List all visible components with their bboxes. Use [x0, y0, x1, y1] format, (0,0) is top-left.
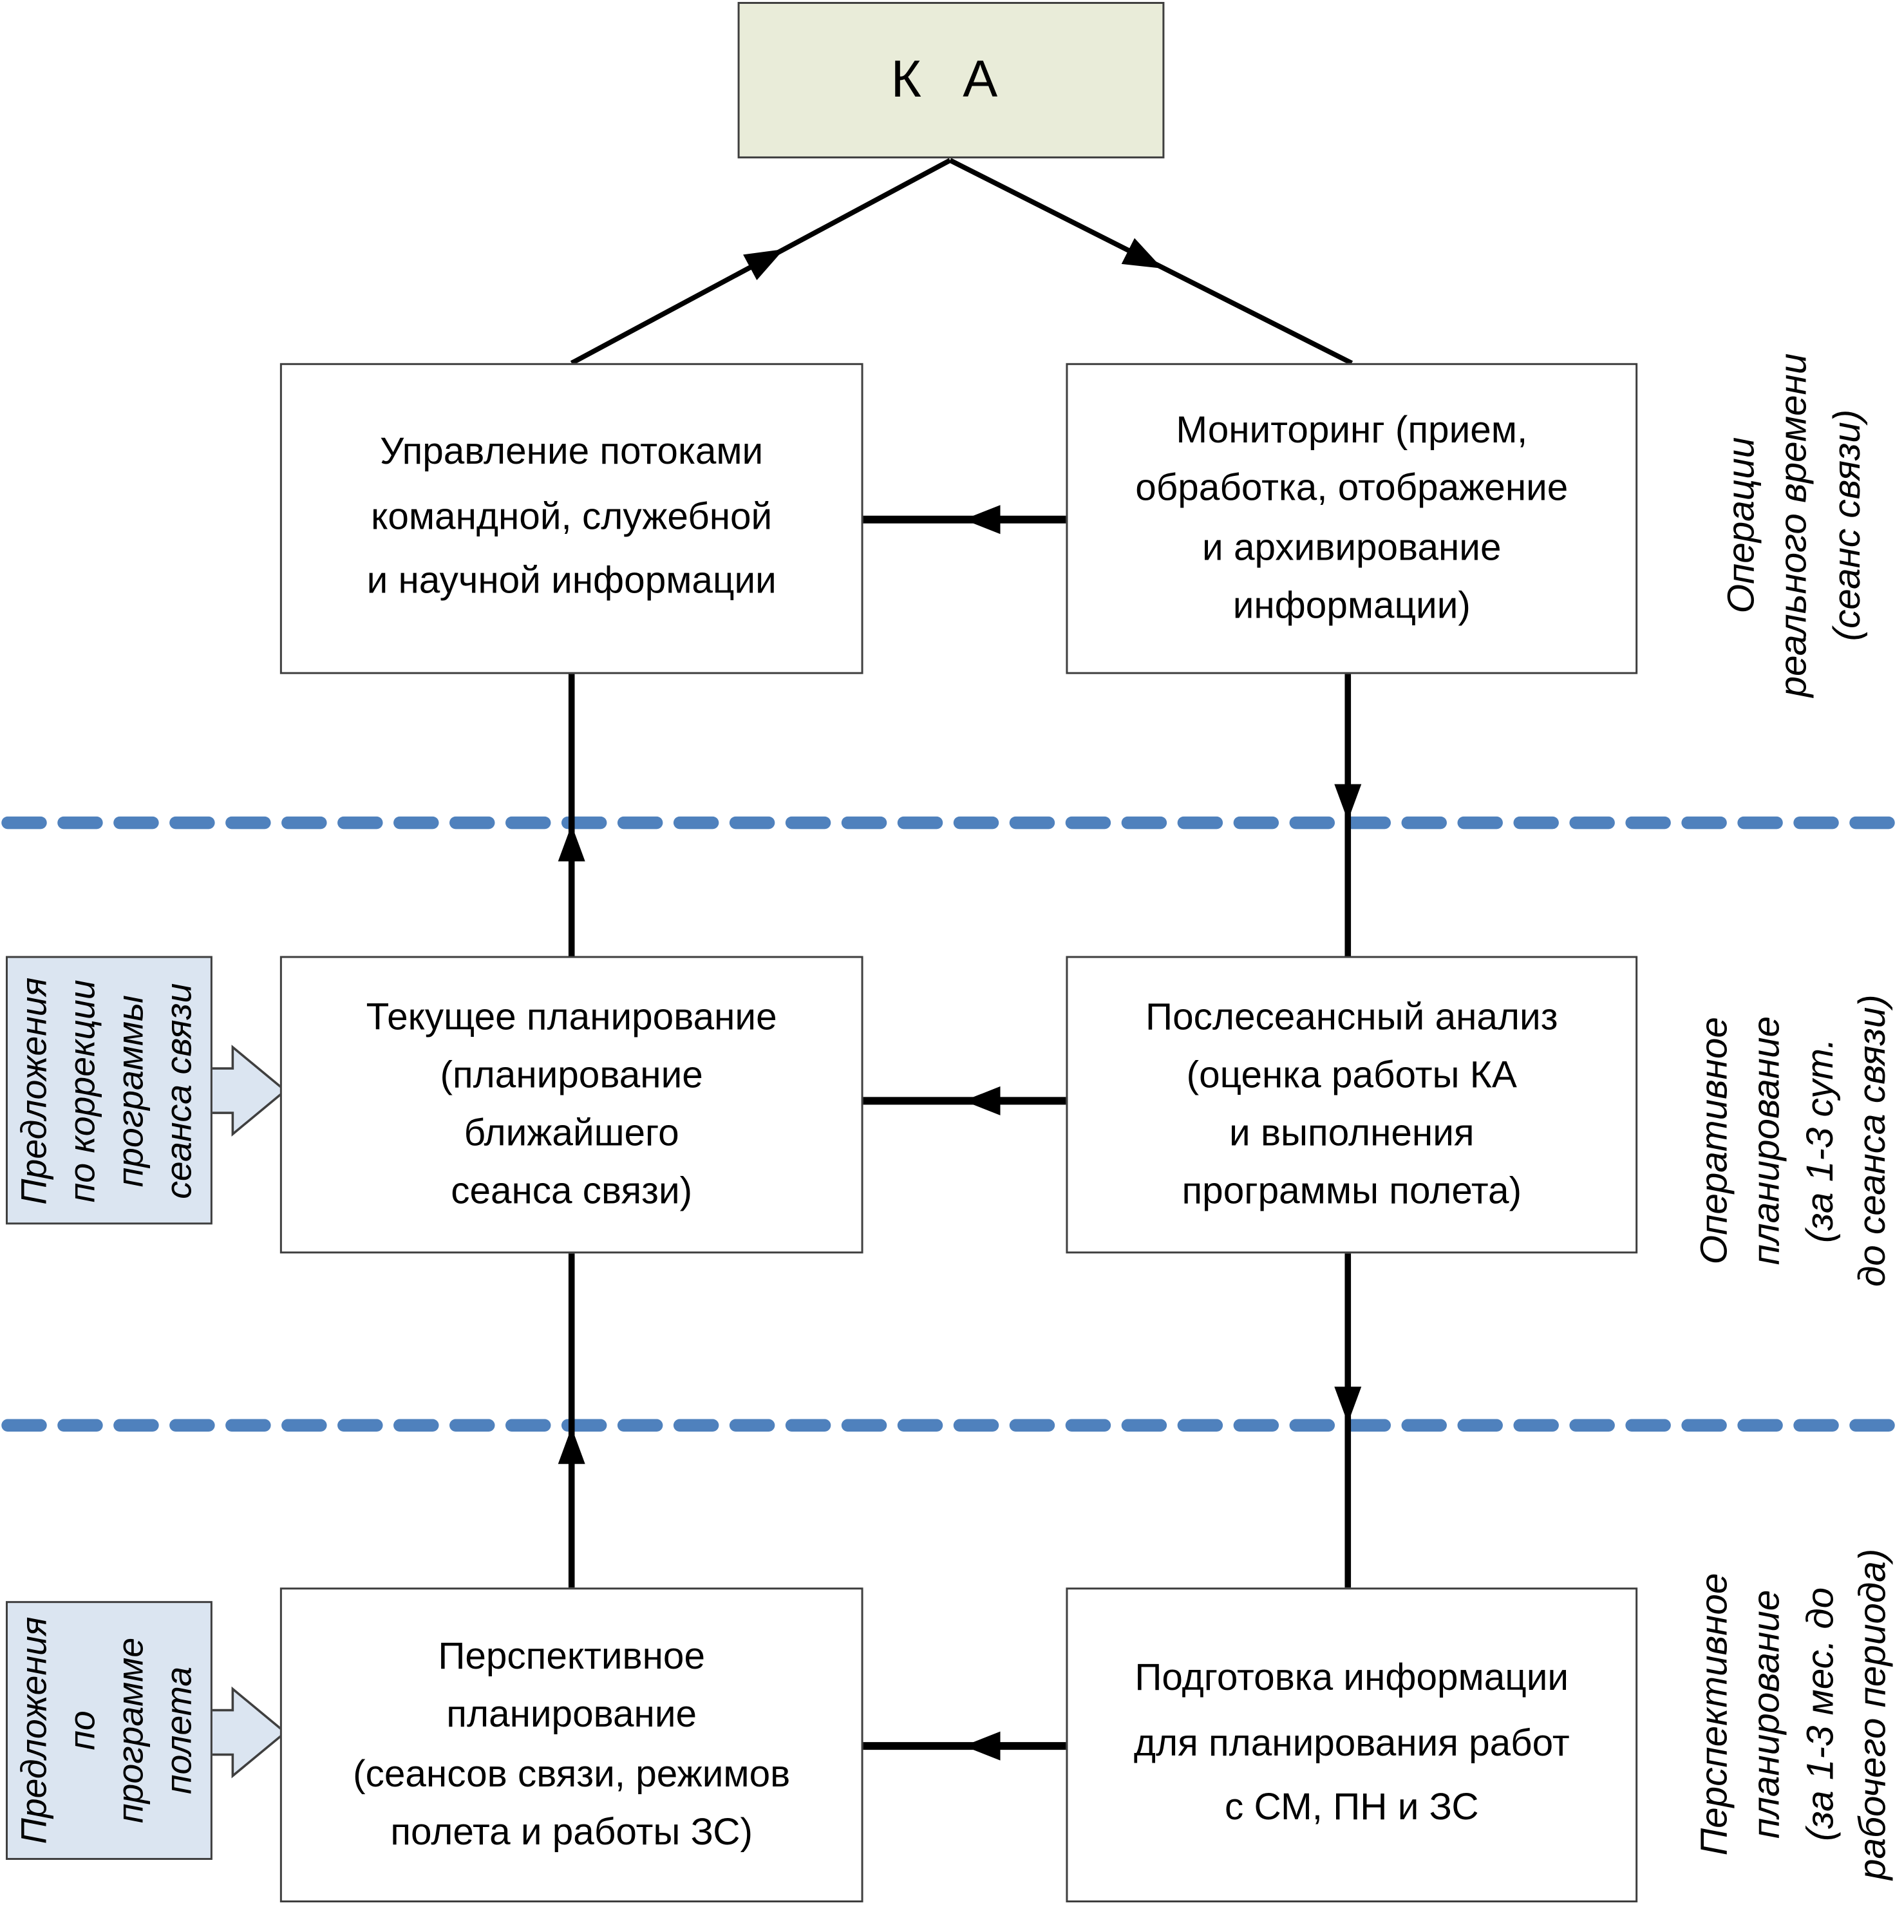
side-label-longterm-text: Перспективное планирование (за 1-3 мес. … [1694, 1549, 1895, 1881]
analysis-to-preparation-arrowhead [1334, 1387, 1362, 1424]
current-planning-box: Текущее планирование (планирование ближа… [279, 956, 863, 1254]
longterm-planning-box: Перспективное планирование (сеансов связ… [279, 1587, 863, 1903]
monitoring-to-flow-control-arrowhead [963, 505, 1001, 535]
side-label-operational-text: Оперативное планирование (за 1-3 сут. до… [1694, 995, 1895, 1288]
monitoring-box: Мониторинг (прием, обработка, отображени… [1066, 363, 1638, 674]
flow-control-box: Управление потоками командной, служебной… [279, 363, 863, 674]
analysis-to-current-arrowhead [963, 1086, 1001, 1115]
monitoring-label: Мониторинг (прием, обработка, отображени… [1135, 409, 1569, 627]
post-session-analysis-box: Послесеансный анализ (оценка работы КА и… [1066, 956, 1638, 1254]
session-correction-label: Предложения по коррекции программы сеанс… [14, 976, 199, 1204]
preparation-to-longterm-arrowhead [963, 1731, 1001, 1761]
info-preparation-label: Подготовка информации для планирования р… [1133, 1657, 1570, 1830]
flow-control-label: Управление потоками командной, служебной… [366, 431, 777, 603]
spacecraft-box: К А [737, 1, 1165, 158]
flight-program-label: Предложения по программе полета [14, 1616, 199, 1844]
current-to-flow-control-arrowhead [558, 824, 585, 862]
session-correction-callout: Предложения по коррекции программы сеанс… [5, 956, 212, 1225]
current-planning-label: Текущее планирование (планирование ближа… [366, 996, 777, 1214]
flight-program-block-arrow [209, 1686, 287, 1779]
downlink-arrowhead [1121, 238, 1163, 269]
longterm-planning-label: Перспективное планирование (сеансов связ… [353, 1636, 791, 1854]
longterm-to-current-arrowhead [558, 1427, 585, 1464]
info-preparation-box: Подготовка информации для планирования р… [1066, 1587, 1638, 1903]
monitoring-to-analysis-arrowhead [1334, 784, 1362, 821]
session-correction-block-arrow [209, 1045, 287, 1137]
post-session-analysis-label: Послесеансный анализ (оценка работы КА и… [1145, 996, 1558, 1214]
flight-program-callout: Предложения по программе полета [5, 1601, 212, 1861]
side-label-realtime-text: Операции реального времени (сеанс связи) [1720, 353, 1869, 697]
uplink-arrowhead [743, 249, 784, 281]
spacecraft-label: К А [891, 50, 1012, 108]
